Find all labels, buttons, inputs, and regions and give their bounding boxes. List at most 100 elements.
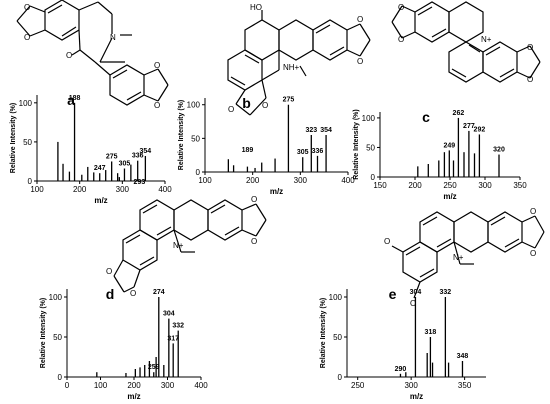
peak-label: 259 xyxy=(148,364,160,371)
x-tick-label: 100 xyxy=(30,185,44,194)
atom-label: O xyxy=(357,15,363,24)
peak-label: 188 xyxy=(69,95,81,102)
x-tick-label: 400 xyxy=(194,381,208,390)
peak-label: 332 xyxy=(440,289,452,296)
atom-label: O xyxy=(154,101,160,110)
structure-protopine xyxy=(16,0,169,106)
x-axis-label: m/z xyxy=(443,192,456,201)
panel-letter: b xyxy=(242,95,251,111)
peak-label: 332 xyxy=(172,323,184,330)
atom-label: HO xyxy=(250,3,262,12)
y-axis-label: Relative Intensity (%) xyxy=(10,103,17,173)
atom-label: O xyxy=(228,105,234,114)
y-tick-label: 100 xyxy=(362,114,376,123)
y-tick-label: 100 xyxy=(187,101,201,110)
structure-coptisine xyxy=(391,1,541,83)
y-tick-label: 50 xyxy=(333,333,342,342)
peak-label: 336 xyxy=(312,148,324,155)
atom-label: O xyxy=(251,237,257,246)
peak-label: 275 xyxy=(106,153,118,160)
atom-label: O xyxy=(530,207,536,216)
peak-label: 304 xyxy=(410,289,422,296)
spectrum-panel-d: 0 100 200 300 400 0 50 100 m/z Relative Intensity… xyxy=(40,286,208,401)
peak-label: 317 xyxy=(167,335,179,342)
structure-tetrahydroprotoberberine xyxy=(227,10,371,116)
x-tick-label: 200 xyxy=(127,381,141,390)
peak-label: 323 xyxy=(305,127,317,134)
x-tick-label: 400 xyxy=(158,185,172,194)
atom-label: O xyxy=(262,101,268,110)
peak-label: 293 xyxy=(134,179,146,186)
atom-label: O xyxy=(24,3,30,12)
x-tick-label: 400 xyxy=(341,176,355,185)
x-axis-label: m/z xyxy=(410,392,423,401)
atom-label: N+ xyxy=(453,253,464,262)
x-tick-label: 300 xyxy=(294,176,308,185)
peak-label: 277 xyxy=(463,123,475,130)
atom-label: O xyxy=(130,289,136,298)
atom-label: NH+ xyxy=(283,63,300,72)
atom-label: O xyxy=(24,33,30,42)
y-tick-label: 0 xyxy=(196,168,201,177)
atom-label: O xyxy=(66,51,72,60)
x-tick-label: 200 xyxy=(246,176,260,185)
panel-letter: a xyxy=(67,92,75,108)
atom-label: O xyxy=(398,3,404,12)
peak-label: 262 xyxy=(453,110,465,117)
y-axis-label: Relative Intensity (%) xyxy=(353,109,360,179)
y-tick-label: 50 xyxy=(191,134,200,143)
atom-label: O xyxy=(398,35,404,44)
y-tick-label: 50 xyxy=(366,143,375,152)
y-tick-label: 0 xyxy=(28,177,33,186)
x-tick-label: 300 xyxy=(404,381,418,390)
peak-label: 305 xyxy=(297,149,309,156)
x-tick-label: 100 xyxy=(94,381,108,390)
panel-letter: c xyxy=(422,109,430,125)
atom-label: N+ xyxy=(173,241,184,250)
peak-label: 336 xyxy=(132,153,144,160)
peak-label: 292 xyxy=(474,126,486,133)
peak-label: 318 xyxy=(425,329,437,336)
peak-label: 290 xyxy=(395,366,407,373)
x-tick-label: 250 xyxy=(443,181,457,190)
x-tick-label: 0 xyxy=(65,381,70,390)
spectrum-panel-b: 100 200 300 400 0 50 100 m/z Relative Intensity … xyxy=(178,95,355,196)
panel-letter: e xyxy=(389,286,397,302)
x-axis-label: m/z xyxy=(270,187,283,196)
peak-label: 320 xyxy=(493,147,505,154)
x-tick-label: 300 xyxy=(161,381,175,390)
y-tick-label: 100 xyxy=(49,293,63,302)
x-tick-label: 300 xyxy=(116,185,130,194)
peak-label: 354 xyxy=(140,148,152,155)
peak-label: 348 xyxy=(457,353,469,360)
x-tick-label: 250 xyxy=(351,381,365,390)
x-tick-label: 200 xyxy=(73,185,87,194)
panel-letter: d xyxy=(106,286,115,302)
atom-label: N+ xyxy=(481,35,492,44)
structure-sanguinarine xyxy=(113,199,267,293)
atom-label: O xyxy=(154,61,160,70)
x-tick-label: 300 xyxy=(478,181,492,190)
x-tick-label: 150 xyxy=(373,181,387,190)
atom-label: O xyxy=(106,267,112,276)
peak-label: 354 xyxy=(320,127,332,134)
x-tick-label: 100 xyxy=(198,176,212,185)
y-tick-label: 100 xyxy=(19,99,33,108)
peak-label: 305 xyxy=(119,160,131,167)
peak-label: 304 xyxy=(163,311,175,318)
structure-chelerythrine xyxy=(391,211,545,299)
y-tick-label: 0 xyxy=(371,173,376,182)
x-axis-label: m/z xyxy=(127,392,140,401)
atom-label: O xyxy=(410,299,416,308)
peak-label: 189 xyxy=(242,147,254,154)
y-axis-label: Relative Intensity (%) xyxy=(40,298,47,368)
atom-label: O xyxy=(530,249,536,258)
x-tick-label: 350 xyxy=(458,381,472,390)
y-tick-label: 50 xyxy=(53,333,62,342)
x-tick-label: 200 xyxy=(408,181,422,190)
y-axis-label: Relative Intensity (%) xyxy=(178,100,185,170)
y-tick-label: 0 xyxy=(58,373,63,382)
y-tick-label: 100 xyxy=(329,293,343,302)
